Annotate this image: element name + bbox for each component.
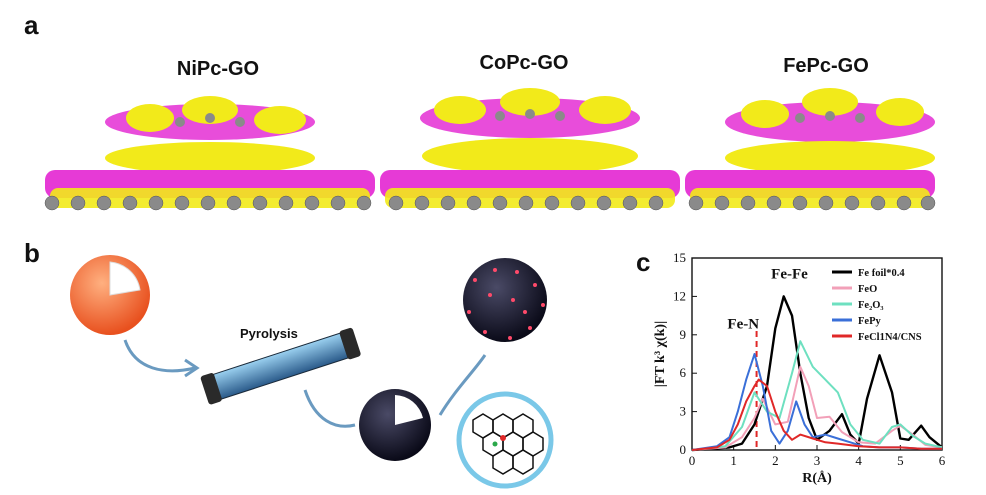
panel-a-letter: a: [24, 10, 39, 40]
x-tick-label: 2: [772, 453, 779, 468]
series-line-2: [691, 340, 943, 451]
arrow-1: [123, 339, 196, 373]
carbonized-sphere: [359, 389, 431, 461]
legend-label-1: FeO: [858, 284, 877, 295]
pyrolysis-illustration: Pyrolysis: [70, 255, 554, 489]
x-tick-label: 1: [730, 453, 737, 468]
chart-ylabel: |FT k³ χ(k)|: [653, 321, 668, 387]
legend-label-4: FeCl1N4/CNS: [858, 332, 922, 343]
fepc-go-structure: [685, 88, 935, 208]
copc-go-structure: [380, 88, 680, 208]
single-atom-sphere: [463, 258, 547, 342]
phthalocyanine-atoms: [175, 109, 865, 127]
graphene-zoom-circle: [456, 391, 554, 489]
charge-density-illustration: [44, 88, 936, 211]
copc-go-title: CoPc-GO: [479, 52, 569, 74]
y-tick-label: 15: [673, 250, 686, 265]
chart-xlabel: R(Å): [802, 470, 832, 486]
arrow-3: [438, 354, 487, 416]
y-tick-label: 9: [680, 327, 687, 342]
y-tick-label: 6: [680, 365, 687, 380]
y-tick-label: 12: [673, 288, 686, 303]
y-tick-label: 0: [680, 442, 687, 457]
x-tick-label: 3: [814, 453, 821, 468]
nipc-go-title: NiPc-GO: [176, 58, 260, 80]
legend-label-3: FePy: [858, 316, 881, 327]
arrow-2: [303, 389, 356, 428]
fe-n-annotation: Fe-N: [727, 316, 759, 332]
pyrolysis-tube: [200, 327, 361, 405]
panel-b-letter: b: [24, 238, 40, 268]
panel-c-letter: c: [636, 247, 651, 277]
legend-label-2: Fe₂O₃: [858, 300, 884, 311]
fe-fe-annotation: Fe-Fe: [771, 266, 808, 282]
x-tick-label: 0: [689, 453, 696, 468]
series-line-4: [691, 378, 942, 451]
graphene-atom-row: [44, 195, 936, 211]
nipc-go-structure: [45, 96, 375, 208]
fepc-go-title: FePc-GO: [783, 55, 869, 77]
x-tick-label: 4: [855, 453, 862, 468]
y-tick-label: 3: [680, 404, 687, 419]
series-line-3: [691, 353, 942, 451]
legend-label-0: Fe foil*0.4: [858, 268, 905, 279]
plot-frame: [691, 257, 943, 451]
precursor-sphere: [70, 255, 150, 335]
x-tick-label: 5: [897, 453, 904, 468]
x-tick-label: 6: [939, 453, 946, 468]
pyrolysis-label: Pyrolysis: [240, 326, 298, 341]
